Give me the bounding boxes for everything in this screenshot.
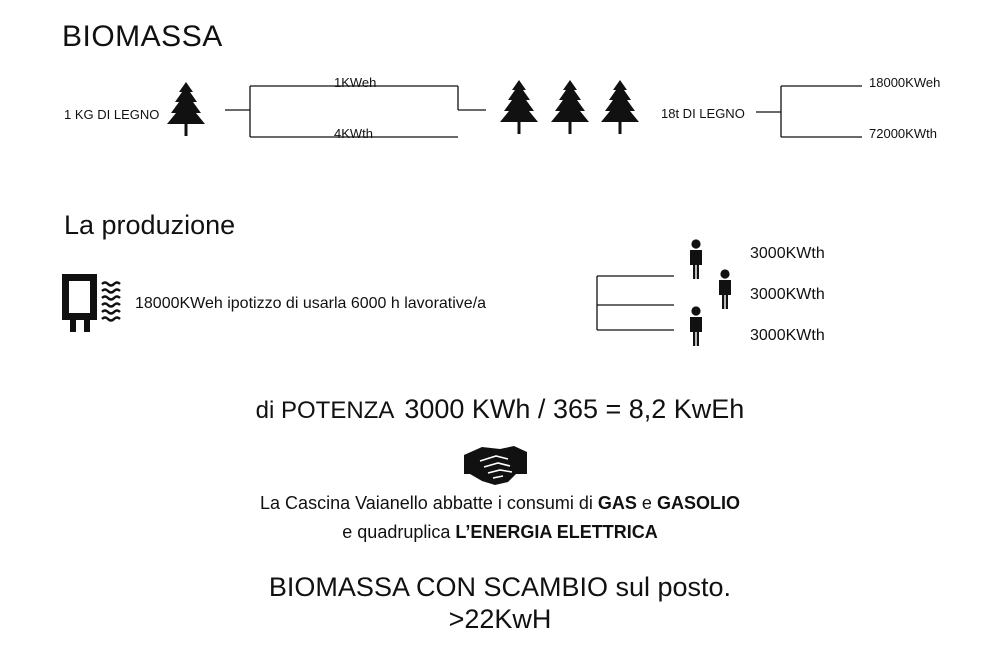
summary-line-2: e quadruplica L’ENERGIA ELETTRICA	[0, 522, 1000, 543]
handshake-icon	[464, 446, 527, 485]
production-description: 18000KWeh ipotizzo di usarla 6000 h lavo…	[135, 295, 487, 312]
person-icons	[690, 239, 731, 346]
power-label: di POTENZA	[255, 397, 395, 424]
summary-energia-elettrica: L’ENERGIA ELETTRICA	[455, 522, 658, 542]
scaled-wood-label: 18t DI LEGNO	[661, 106, 745, 121]
wood-output-electric: 1KWeh	[334, 75, 377, 90]
production-output-2: 3000KWth	[750, 286, 825, 303]
final-statement: BIOMASSA CON SCAMBIO sul posto.	[268, 572, 732, 602]
production-bracket	[596, 275, 674, 331]
power-calculation: di POTENZA 3000 KWh / 365 = 8,2 KwEh	[0, 394, 1000, 425]
power-formula: 3000 KWh / 365 = 8,2 KwEh	[404, 394, 745, 424]
summary-gasolio: GASOLIO	[656, 493, 740, 513]
wood-tree-icons-triple	[500, 80, 639, 134]
summary-line-1: La Cascina Vaianello abbatte i consumi d…	[0, 493, 1000, 514]
page-title: BIOMASSA	[62, 20, 223, 53]
summary-line-1-mid: e	[636, 493, 657, 513]
production-title: La produzione	[64, 210, 236, 240]
production-output-3: 3000KWth	[750, 327, 825, 344]
wood-tree-icon-single	[167, 82, 205, 136]
wood-bracket	[225, 85, 486, 138]
scaled-output-electric: 18000KWeh	[869, 75, 941, 90]
summary-gas: GAS	[597, 493, 637, 513]
summary-line-1-text: La Cascina Vaianello abbatte i consumi d…	[260, 493, 598, 513]
boiler-icon	[62, 274, 121, 332]
final-power: >22KwH	[448, 604, 552, 634]
production-output-1: 3000KWth	[750, 245, 825, 262]
scaled-wood-bracket	[756, 85, 862, 138]
summary-line-2-text: e quadruplica	[342, 522, 456, 542]
wood-input-label: 1 KG DI LEGNO	[64, 107, 160, 122]
wood-output-thermal: 4KWth	[334, 126, 374, 141]
scaled-output-thermal: 72000KWth	[869, 126, 937, 141]
